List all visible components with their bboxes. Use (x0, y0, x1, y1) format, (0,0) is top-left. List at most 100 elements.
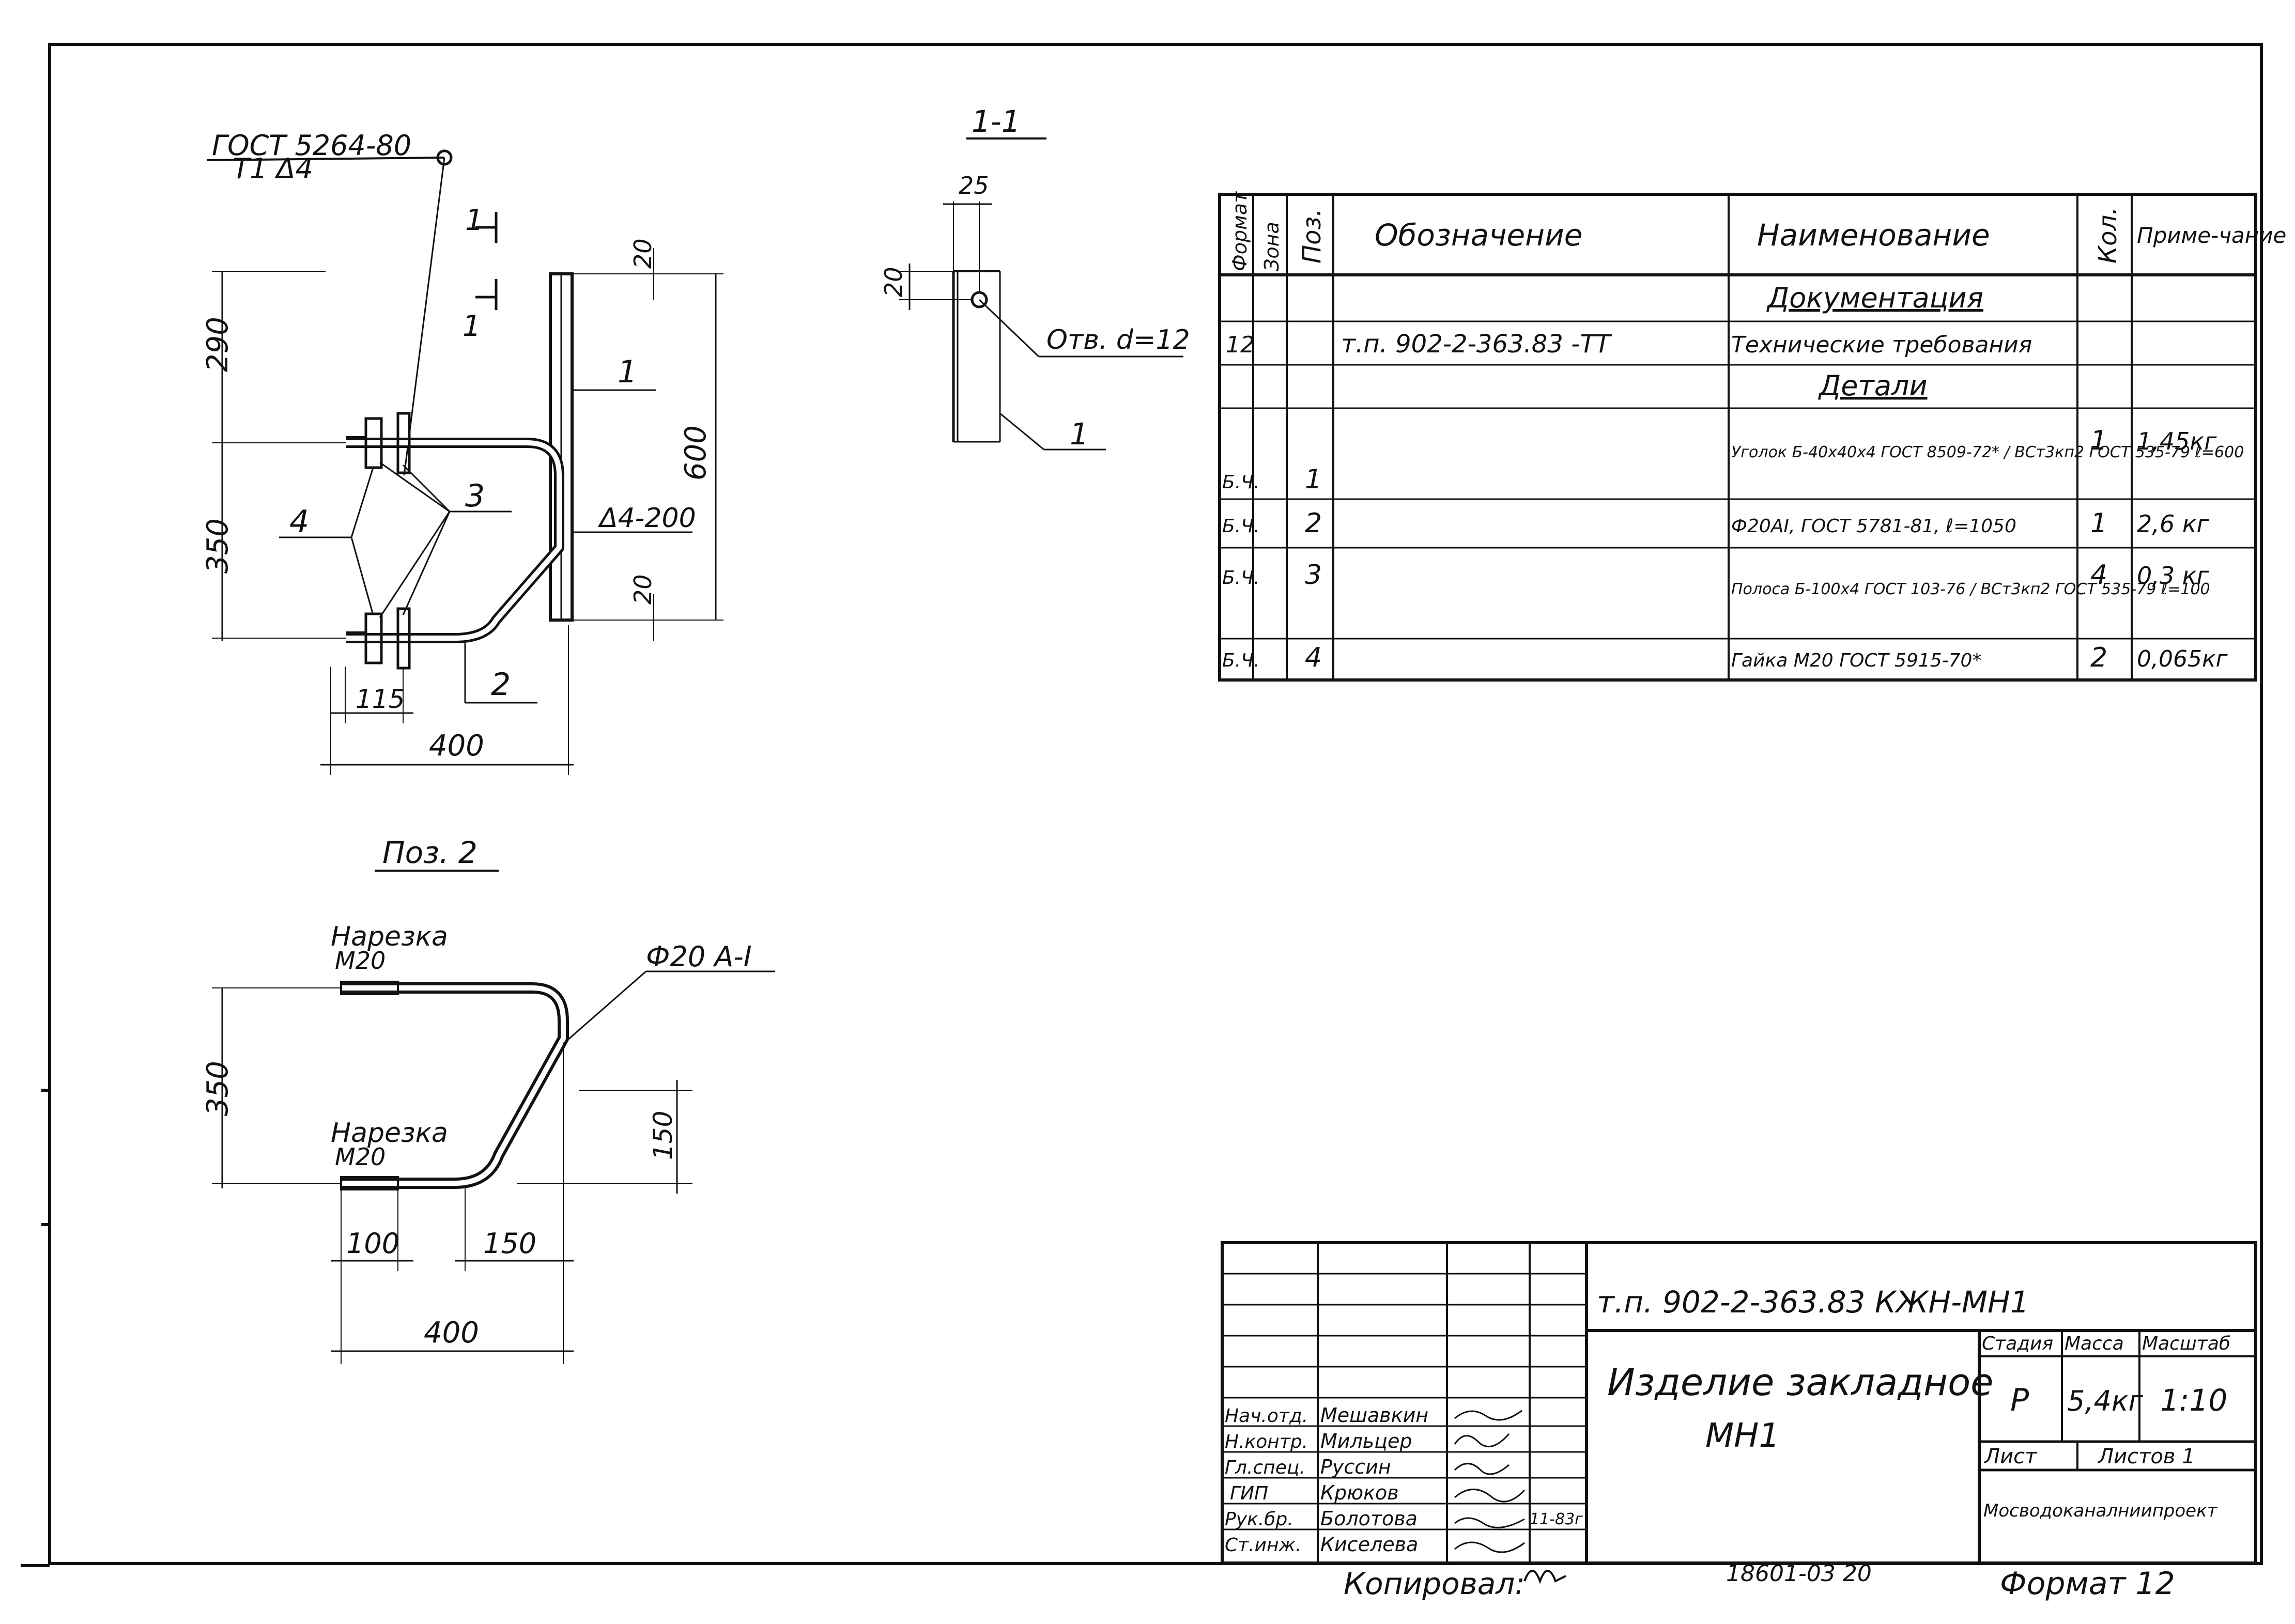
spec-row: Документация (1766, 282, 1983, 314)
sign-date: 11-83г (1530, 1510, 1583, 1528)
signer-row: Н.контр. Мильцер (1225, 1430, 1412, 1452)
spec-row: Детали (1818, 369, 1928, 402)
signer-role: Н.контр. (1225, 1431, 1308, 1452)
footer-number: 18601-03 20 (1726, 1560, 1872, 1587)
thread-label-2: Нарезка (331, 1118, 448, 1149)
header-zone: Зона (1260, 222, 1283, 271)
bent-rod-outer (346, 438, 564, 643)
main-view: ГОСТ 5264-80 Т1 Δ4 1 1 1 3 (201, 129, 723, 775)
row-format: Б.Ч. (1222, 567, 1259, 589)
row-qty: 1 (2090, 425, 2107, 456)
row-format: Б.Ч. (1222, 650, 1259, 671)
signer-row: Ст.инж. Киселева (1225, 1533, 1418, 1556)
spec-row: Б.Ч. 1 (1222, 464, 1322, 495)
signer-name: Болотова (1320, 1507, 1418, 1530)
row-pos: 1 (1305, 464, 1322, 495)
signer-name: Руссин (1320, 1456, 1391, 1478)
row-format: 12 (1226, 332, 1255, 358)
gost-label: ГОСТ 5264-80 (212, 129, 411, 162)
dim-upper-height: 290 (201, 317, 235, 372)
spec-row: Б.Ч. 3 Полоса Б-100х4 ГОСТ 103-76 / ВСт3… (1222, 560, 2210, 598)
spec-row: Б.Ч. 2 Ф20АI, ГОСТ 5781-81, ℓ=1050 1 2,6… (1222, 508, 2210, 539)
sheet-label: Лист (1983, 1445, 2038, 1468)
signer-row: Гл.спец. Руссин (1225, 1456, 1391, 1478)
signer-role: Ст.инж. (1225, 1535, 1301, 1556)
dim-plate-length: 600 (679, 425, 713, 481)
dim-main-width: 400 (429, 729, 484, 763)
header-qty: Кол. (2093, 207, 2122, 264)
section-mark-bottom: 1 (463, 310, 481, 343)
row-designation: т.п. 902-2-363.83 -ТТ (1341, 330, 1612, 359)
spec-table: Формат Зона Поз. Обозначение Наименовани… (1218, 191, 2286, 682)
callout-2: 2 (491, 667, 511, 703)
callout-1: 1 (618, 354, 637, 390)
row-name: Полоса Б-100х4 ГОСТ 103-76 / ВСт3кп2 ГОС… (1731, 580, 2210, 598)
dim-pos2-bend: 150 (648, 1111, 678, 1160)
header-pos: Поз. (1298, 209, 1327, 264)
spec-row: Б.Ч. 4 Гайка М20 ГОСТ 5915-70* 2 0,065кг (1222, 642, 2228, 673)
title-line-2: МН1 (1705, 1417, 1780, 1455)
row-name: Ф20АI, ГОСТ 5781-81, ℓ=1050 (1731, 516, 2016, 537)
nut-upper (364, 417, 383, 469)
dim-section-offset: 20 (880, 267, 907, 297)
thread-size-2: М20 (335, 1143, 386, 1171)
organization: Мосводоканалниипроект (1983, 1501, 2218, 1521)
dim-section-width: 25 (959, 172, 989, 199)
sheet-frame (21, 43, 2263, 1567)
dim-bottom-offset: 20 (629, 574, 657, 605)
row-format: Б.Ч. (1222, 472, 1259, 493)
header-designation: Обозначение (1375, 218, 1582, 253)
section-mark-top: 1 (465, 204, 484, 237)
scale-value: 1:10 (2160, 1383, 2227, 1418)
nut-lower (364, 612, 383, 664)
position-2-view: Поз. 2 Нарезка М20 Нарезка М20 Ф20 А-I 3… (201, 835, 775, 1364)
thread-size-1: М20 (335, 947, 386, 975)
row-note: 2,6 кг (2137, 510, 2210, 538)
weld-symbol-circle (436, 149, 453, 166)
gost-underline (206, 157, 445, 161)
signer-role: ГИП (1230, 1483, 1268, 1504)
header-format: Формат (1228, 191, 1251, 271)
dim-lower-height: 350 (201, 518, 235, 574)
row-qty: 2 (2090, 642, 2107, 673)
signer-name: Киселева (1320, 1533, 1418, 1556)
stage-label: Стадия (1982, 1333, 2053, 1354)
stage-value: Р (2010, 1382, 2029, 1418)
signer-name: Мешавкин (1320, 1404, 1428, 1427)
signer-role: Нач.отд. (1225, 1405, 1308, 1427)
dim-pos2-height: 350 (201, 1061, 235, 1116)
header-note: Приме-чание (2137, 223, 2286, 248)
signer-row: ГИП Крюков (1230, 1481, 1399, 1504)
row-name: Гайка М20 ГОСТ 5915-70* (1731, 650, 1981, 671)
signer-row: Рук.бр. Болотова (1225, 1507, 1418, 1530)
plate-upper (396, 412, 411, 474)
row-format: Б.Ч. (1222, 516, 1259, 537)
section-hole (971, 291, 988, 308)
dim-nut-offset: 115 (356, 684, 405, 714)
position-title: Поз. 2 (382, 835, 478, 870)
weld-pitch-label: Δ4-200 (597, 503, 696, 534)
signatures (1454, 1410, 1526, 1553)
dim-pos2-thread: 100 (346, 1227, 399, 1260)
row-note: 1,45кг (2137, 427, 2217, 455)
row-name: Детали (1818, 369, 1928, 402)
dim-pos2-width: 400 (424, 1316, 479, 1350)
title-block: Нач.отд. Мешавкин Н.контр. Мильцер Гл.сп… (1221, 1241, 2257, 1565)
section-callout-1: 1 (1070, 416, 1089, 452)
section-title: 1-1 (972, 104, 1021, 139)
callout-4: 4 (289, 504, 309, 540)
weld-label: Т1 Δ4 (233, 152, 313, 185)
signer-name: Крюков (1320, 1481, 1399, 1504)
scale-label: Масштаб (2142, 1333, 2230, 1354)
footer-format: Формат 12 (2000, 1566, 2175, 1602)
title-line-1: Изделие закладное (1607, 1360, 1993, 1404)
callout-3: 3 (465, 478, 485, 514)
sheets-label: Листов 1 (2097, 1445, 2195, 1468)
row-name: Уголок Б-40х40х4 ГОСТ 8509-72* / ВСт3кп2… (1731, 443, 2244, 461)
row-note: 0,3 кг (2137, 562, 2210, 590)
row-name: Технические требования (1731, 332, 2032, 358)
row-qty: 1 (2090, 508, 2107, 539)
section-view: 1-1 25 20 Отв. d=12 1 (880, 104, 1190, 452)
mass-label: Масса (2065, 1333, 2124, 1354)
